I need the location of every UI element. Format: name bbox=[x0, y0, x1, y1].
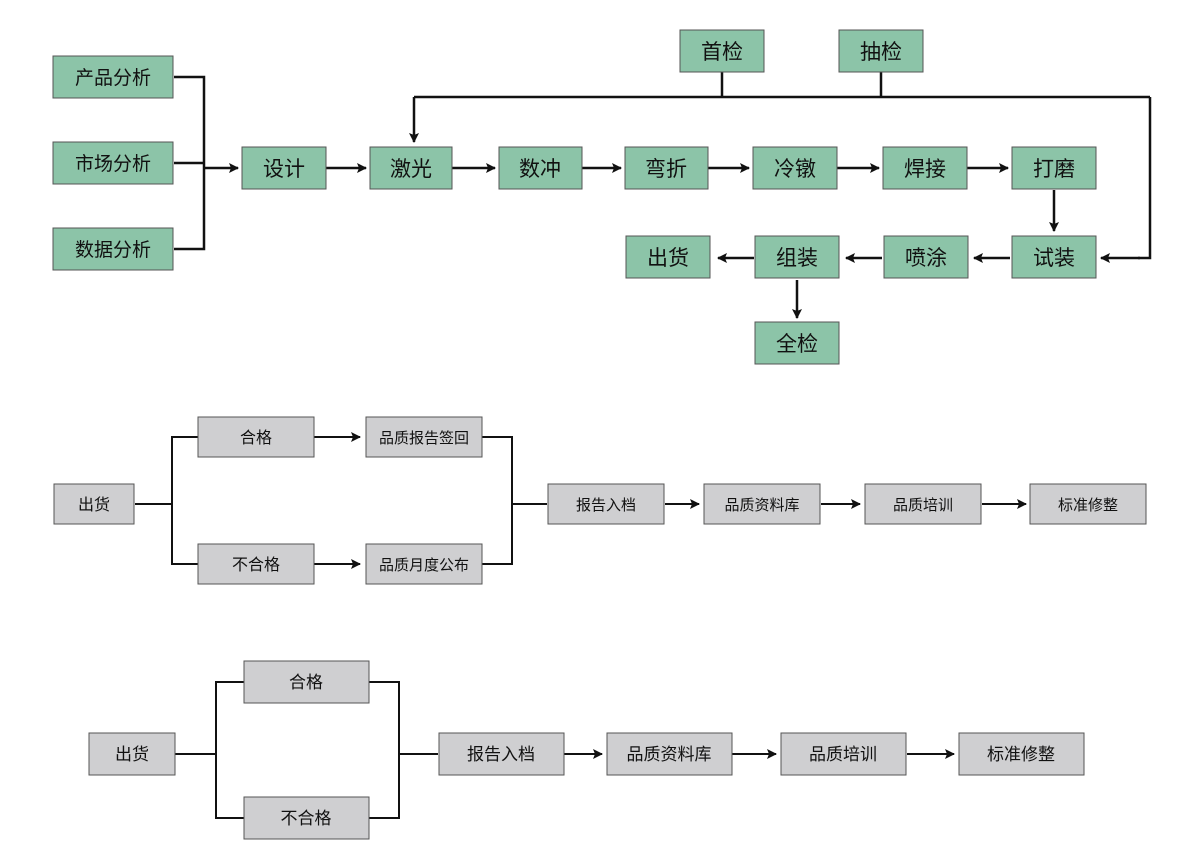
node-label: 品质报告签回 bbox=[379, 429, 469, 447]
node-shipment: 出货 bbox=[625, 235, 711, 279]
flow-quality-1-connectors bbox=[135, 432, 1027, 569]
node-label: 品质培训 bbox=[809, 745, 877, 765]
q2-node-quality-database: 品质资料库 bbox=[606, 732, 733, 776]
q1-node-quality-training: 品质培训 bbox=[864, 483, 982, 525]
node-design: 设计 bbox=[241, 146, 327, 190]
node-welding: 焊接 bbox=[882, 146, 968, 190]
q2-node-standard-revision: 标准修整 bbox=[958, 732, 1085, 776]
connector-merge2-bracket bbox=[369, 681, 400, 819]
node-first-inspection: 首检 bbox=[679, 29, 765, 73]
node-label: 激光 bbox=[390, 157, 432, 181]
q2-node-report-archive: 报告入档 bbox=[438, 732, 565, 776]
q1-node-report-archive: 报告入档 bbox=[547, 483, 665, 525]
flow-quality-2-connectors bbox=[175, 681, 955, 819]
node-label: 不合格 bbox=[232, 555, 280, 574]
node-label: 标准修整 bbox=[987, 745, 1055, 765]
node-label: 出货 bbox=[647, 246, 689, 270]
node-label: 报告入档 bbox=[576, 496, 636, 514]
q1-node-quality-database: 品质资料库 bbox=[703, 483, 821, 525]
q1-node-standard-revision: 标准修整 bbox=[1029, 483, 1147, 525]
connector-split2-bracket bbox=[215, 681, 244, 819]
node-product-analysis: 产品分析 bbox=[52, 55, 174, 99]
node-label: 弯折 bbox=[645, 157, 687, 181]
connector-split-bracket bbox=[171, 436, 198, 565]
node-bending: 弯折 bbox=[624, 146, 709, 190]
node-label: 试装 bbox=[1033, 246, 1075, 270]
node-label: 品质月度公布 bbox=[379, 556, 469, 574]
connector-loop-right-side bbox=[1138, 97, 1152, 260]
node-assembly: 组装 bbox=[754, 235, 840, 279]
flow-quality-1-boxes: 出货 合格 不合格 品质报告签回 品质月度公布 报告入档 品质资料库 品质培训 bbox=[53, 416, 1147, 585]
node-sampling-inspection: 抽检 bbox=[838, 29, 924, 73]
flow-main-boxes: 产品分析 市场分析 数据分析 设计 首检 抽检 激光 数冲 bbox=[52, 29, 1097, 365]
flow-quality-2-boxes: 出货 合格 不合格 报告入档 品质资料库 品质培训 标准修整 bbox=[88, 660, 1085, 840]
node-grinding: 打磨 bbox=[1011, 146, 1097, 190]
node-label: 打磨 bbox=[1033, 157, 1075, 181]
node-label: 合格 bbox=[289, 673, 323, 693]
node-label: 首检 bbox=[701, 40, 743, 64]
node-label: 喷涂 bbox=[905, 246, 947, 270]
q2-node-shipment: 出货 bbox=[88, 732, 176, 776]
node-label: 出货 bbox=[115, 745, 149, 765]
node-laser: 激光 bbox=[369, 146, 453, 190]
node-label: 设计 bbox=[263, 157, 305, 181]
q1-node-shipment: 出货 bbox=[53, 483, 135, 525]
q2-node-quality-training: 品质培训 bbox=[780, 732, 907, 776]
node-label: 焊接 bbox=[904, 157, 946, 181]
q1-node-unqualified: 不合格 bbox=[197, 543, 315, 585]
node-label: 不合格 bbox=[281, 809, 332, 829]
q1-node-monthly-publish: 品质月度公布 bbox=[365, 543, 483, 585]
flow-main-connectors bbox=[174, 72, 1152, 319]
node-full-inspection: 全检 bbox=[754, 321, 840, 365]
node-label: 品质资料库 bbox=[627, 745, 712, 765]
node-spraying: 喷涂 bbox=[883, 235, 969, 279]
node-label: 市场分析 bbox=[75, 153, 151, 175]
node-label: 全检 bbox=[776, 332, 818, 356]
node-cnc-punch: 数冲 bbox=[498, 146, 583, 190]
node-market-analysis: 市场分析 bbox=[52, 141, 174, 185]
node-cold-heading: 冷镦 bbox=[752, 146, 838, 190]
node-label: 品质资料库 bbox=[724, 496, 799, 514]
node-label: 合格 bbox=[240, 428, 272, 447]
node-label: 组装 bbox=[776, 246, 818, 270]
node-label: 报告入档 bbox=[467, 745, 535, 765]
q1-node-qualified: 合格 bbox=[197, 416, 315, 458]
connector-merge-bracket bbox=[482, 436, 513, 565]
q2-node-unqualified: 不合格 bbox=[243, 796, 370, 840]
node-label: 冷镦 bbox=[774, 157, 816, 181]
q1-node-report-signback: 品质报告签回 bbox=[365, 416, 483, 458]
node-data-analysis: 数据分析 bbox=[52, 227, 174, 271]
node-label: 抽检 bbox=[860, 40, 902, 64]
node-label: 品质培训 bbox=[893, 496, 953, 514]
node-label: 出货 bbox=[78, 495, 110, 514]
node-trial-assembly: 试装 bbox=[1011, 235, 1097, 279]
q2-node-qualified: 合格 bbox=[243, 660, 370, 704]
node-label: 产品分析 bbox=[75, 67, 151, 89]
node-label: 数据分析 bbox=[75, 239, 151, 261]
node-label: 数冲 bbox=[519, 157, 561, 181]
node-label: 标准修整 bbox=[1058, 496, 1118, 514]
